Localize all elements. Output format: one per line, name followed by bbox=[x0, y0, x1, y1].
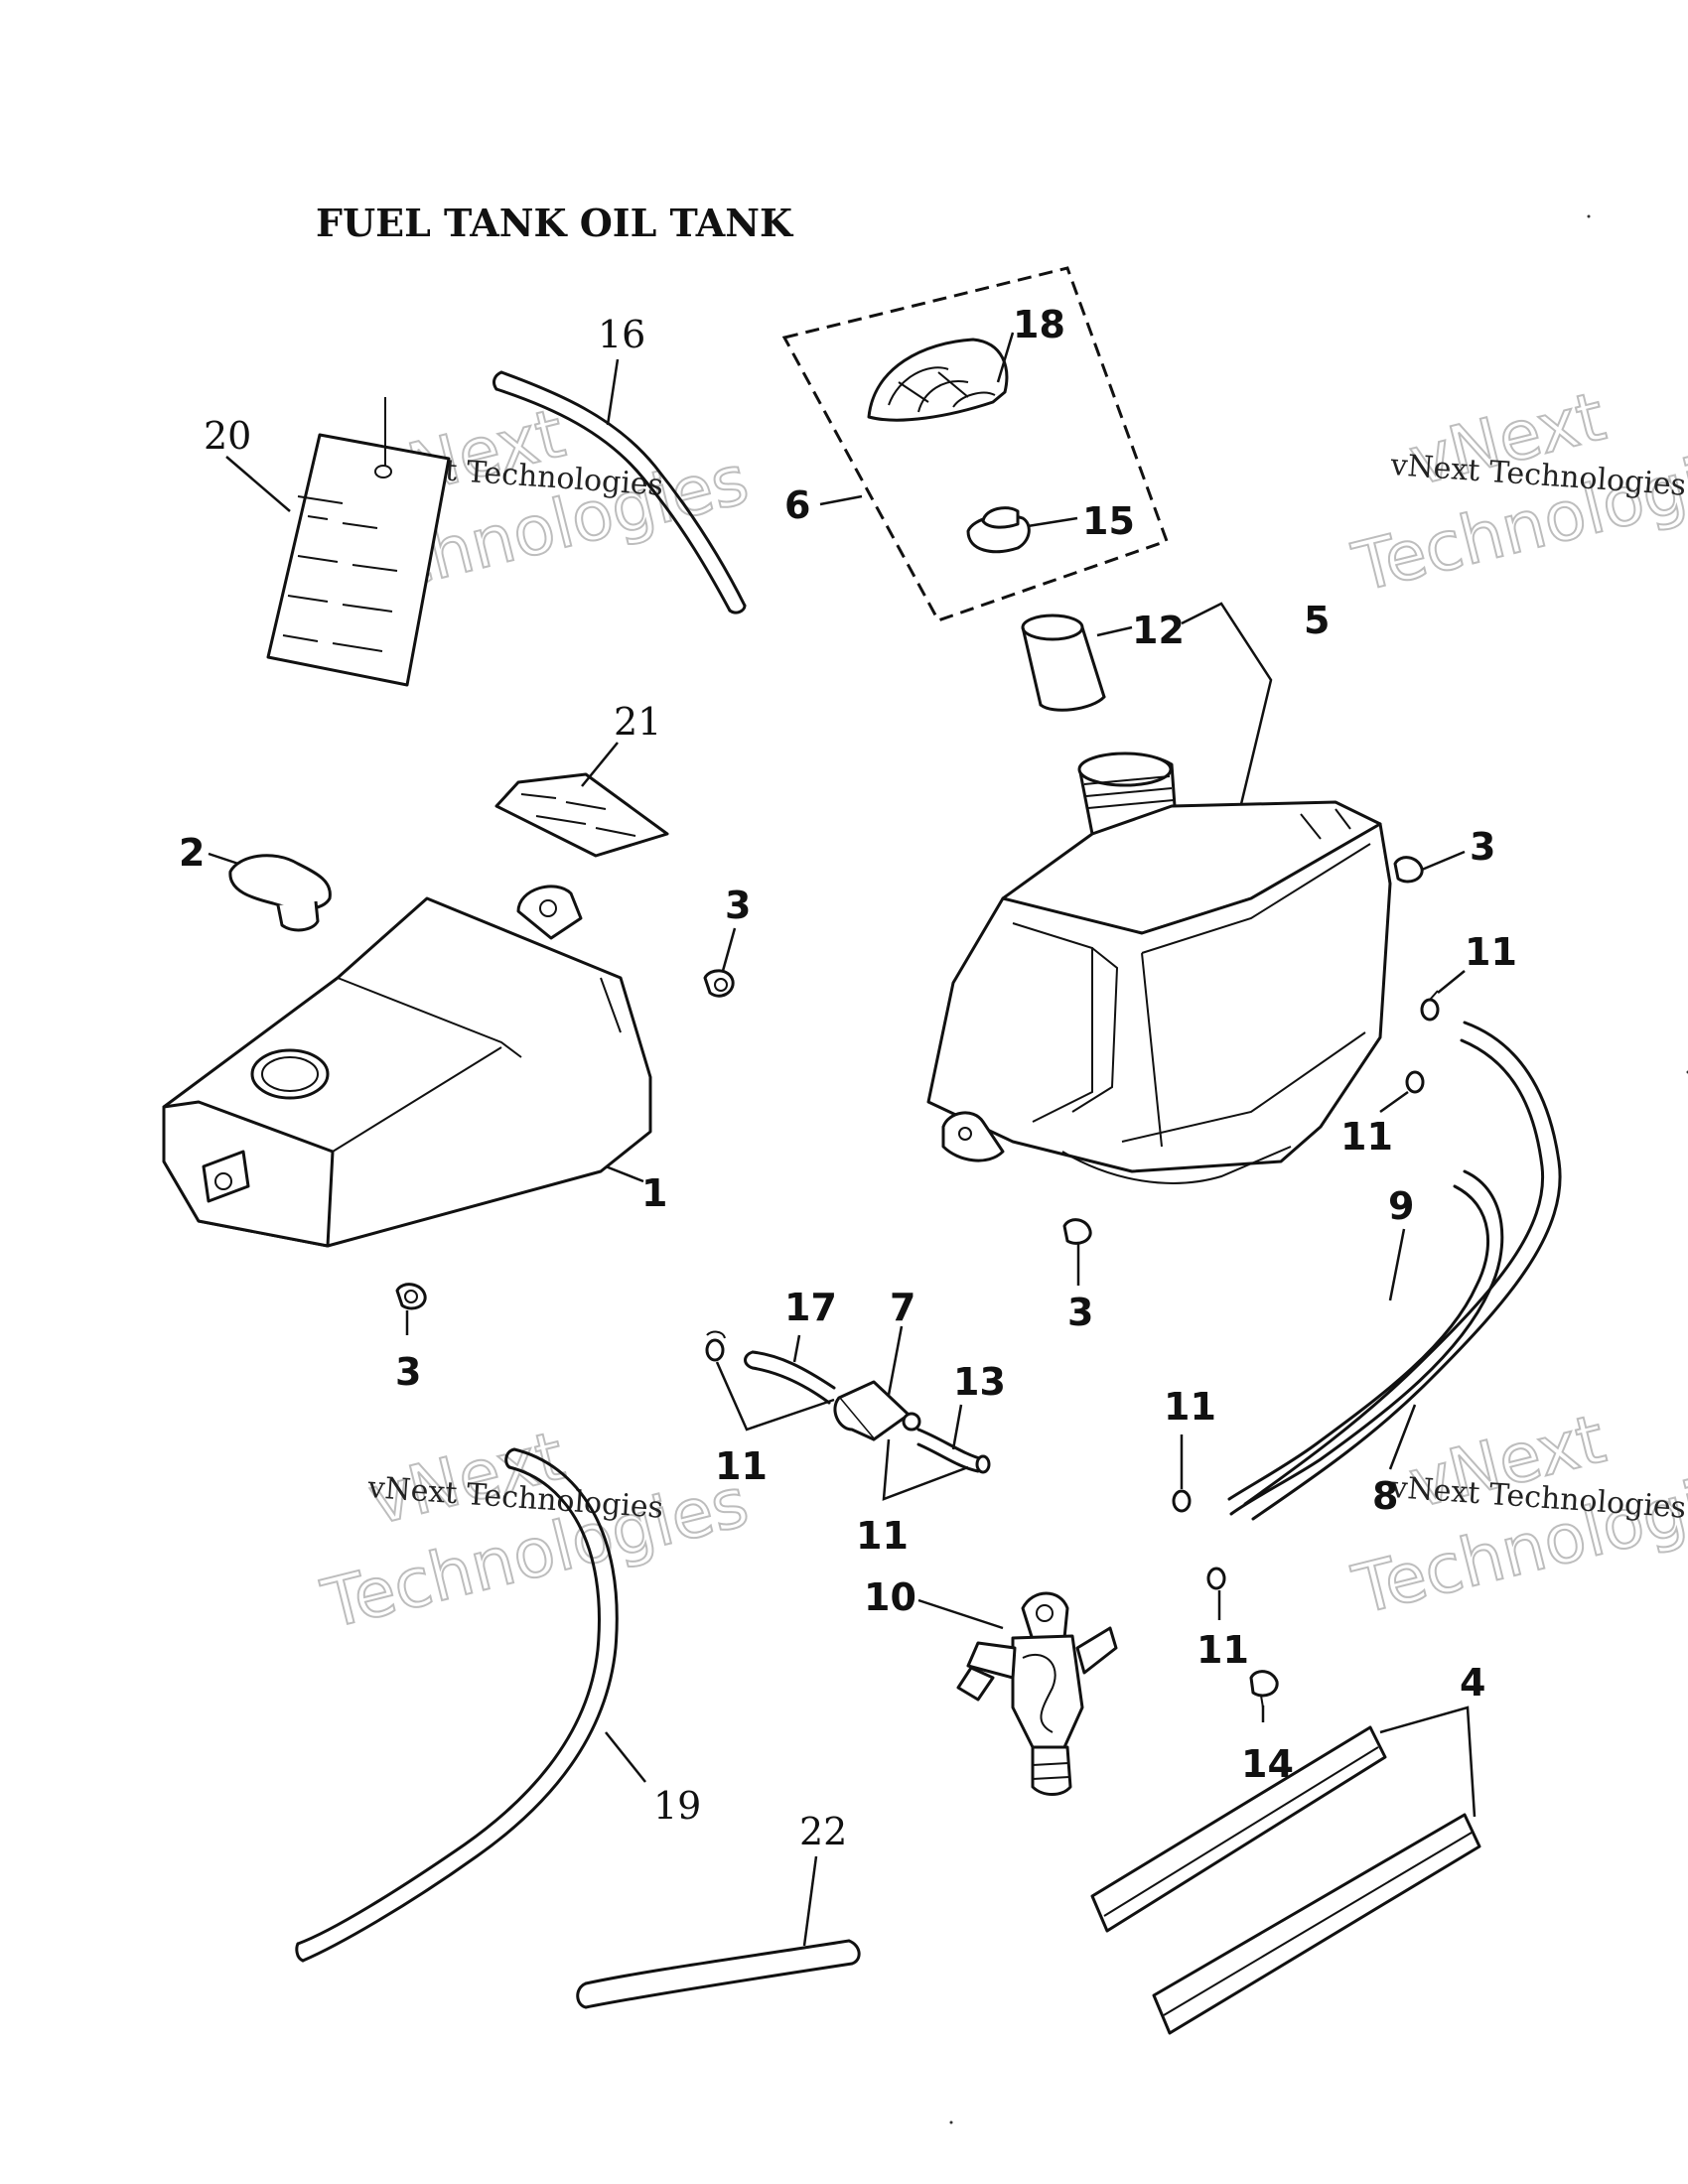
callout-3-c: 3 bbox=[1470, 825, 1495, 869]
callout-11-c: 11 bbox=[1164, 1385, 1216, 1429]
part-19-oil-hose bbox=[295, 1447, 619, 1963]
callout-10: 10 bbox=[864, 1575, 916, 1619]
callout-21: 21 bbox=[614, 700, 661, 744]
part-21-label bbox=[494, 772, 669, 858]
part-14-screw bbox=[1249, 1670, 1279, 1708]
diagram-title: FUEL TANK OIL TANK bbox=[316, 201, 794, 245]
part-5-fuel-tank bbox=[926, 602, 1392, 1184]
callout-13: 13 bbox=[953, 1360, 1006, 1404]
part-4-rubber-strip-lower bbox=[1152, 1813, 1481, 2035]
part-6-fuel-cap-assembly bbox=[781, 266, 1169, 622]
callout-8: 8 bbox=[1372, 1474, 1398, 1518]
callout-5: 5 bbox=[1304, 599, 1330, 642]
part-16-vent-hose bbox=[492, 370, 747, 614]
callout-11-f: 11 bbox=[856, 1514, 909, 1558]
part-11-clamp-d bbox=[1206, 1567, 1226, 1590]
part-8-fuel-hose bbox=[1227, 1169, 1504, 1516]
part-10-fuel-cock bbox=[956, 1591, 1118, 1796]
part-9-fuel-hose bbox=[1243, 1021, 1562, 1521]
callout-11-b: 11 bbox=[1340, 1115, 1393, 1159]
part-3-bolt-a bbox=[703, 969, 735, 998]
callout-12: 12 bbox=[1132, 609, 1185, 652]
callout-11-d: 11 bbox=[1196, 1628, 1249, 1672]
callout-20: 20 bbox=[204, 414, 251, 458]
part-3-bolt-c bbox=[1393, 856, 1424, 884]
part-12-filler-sleeve bbox=[1021, 614, 1106, 712]
part-22-hose bbox=[576, 1939, 861, 2009]
part-15-gasket bbox=[966, 506, 1031, 554]
callout-7: 7 bbox=[890, 1286, 915, 1329]
callout-3-b: 3 bbox=[395, 1350, 421, 1394]
callout-16: 16 bbox=[598, 313, 645, 356]
callout-1: 1 bbox=[641, 1171, 667, 1215]
part-3-bolt-b bbox=[395, 1283, 427, 1310]
part-2-oil-tank-cap bbox=[228, 854, 332, 932]
part-13-fuel-hose-short bbox=[916, 1428, 991, 1474]
callout-2: 2 bbox=[179, 831, 205, 875]
callout-11-a: 11 bbox=[1465, 930, 1517, 974]
part-4-rubber-strip-upper bbox=[1090, 1725, 1387, 1933]
callout-9: 9 bbox=[1388, 1184, 1414, 1228]
part-11-clamp-a bbox=[1420, 990, 1440, 1022]
part-7-fuel-filter bbox=[833, 1380, 921, 1441]
callout-11-e: 11 bbox=[715, 1444, 768, 1488]
callout-4: 4 bbox=[1460, 1661, 1485, 1705]
callout-3-a: 3 bbox=[725, 884, 751, 927]
part-11-clamp-e bbox=[705, 1330, 726, 1362]
callout-6: 6 bbox=[784, 483, 810, 527]
part-20-instruction-sheet bbox=[266, 397, 451, 687]
part-18-fuel-cap bbox=[867, 338, 1009, 422]
part-1-oil-tank bbox=[162, 885, 652, 1248]
callout-19: 19 bbox=[653, 1784, 701, 1828]
callout-15: 15 bbox=[1082, 499, 1135, 543]
callout-18: 18 bbox=[1013, 303, 1065, 346]
callout-22: 22 bbox=[799, 1810, 847, 1853]
part-11-clamp-c bbox=[1172, 1489, 1192, 1513]
part-11-clamp-b bbox=[1405, 1070, 1425, 1094]
callout-3-d: 3 bbox=[1067, 1291, 1093, 1334]
callout-17: 17 bbox=[784, 1286, 837, 1329]
part-3-bolt-d bbox=[1062, 1218, 1092, 1245]
part-17-fuel-hose-short bbox=[744, 1350, 836, 1405]
